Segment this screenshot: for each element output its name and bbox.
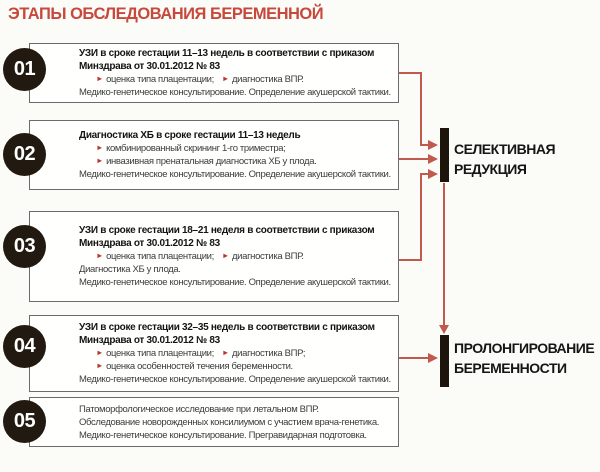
stage-5-number: 05 [13, 410, 36, 432]
stage-1-box: УЗИ в сроке гестации 11–13 недель в соот… [29, 43, 399, 103]
bullet-arrow-icon: ► [96, 251, 104, 260]
bullet-arrow-icon: ► [96, 143, 104, 152]
prolongation-line-1: ПРОЛОНГИРОВАНИЕ [454, 340, 595, 356]
connector-stage3-to-selective [399, 173, 429, 261]
stage-4-bullet-1: оценка типа плацентации; [106, 348, 214, 359]
stage-3-box: УЗИ в сроке гестации 18–21 неделя в соот… [29, 211, 399, 302]
stage-4-heading: УЗИ в сроке гестации 32–35 недель в соот… [79, 322, 375, 346]
stage-3-bullet-row: ►оценка типа плацентации;►диагностика ВП… [79, 250, 392, 263]
stage-2-bullet-2: инвазивная пренатальная диагностика ХБ у… [106, 156, 317, 167]
stage-3-bullet-1: оценка типа плацентации; [106, 251, 214, 262]
stage-4-bullet-3: оценка особенностей течения беременности… [106, 361, 293, 372]
stage-5-line-2: Обследование новорожденных консилиумом с… [79, 416, 380, 428]
arrowhead-stage2 [428, 154, 438, 164]
stage-1-bullet-2: диагностика ВПР. [231, 74, 304, 85]
stage-4-footer: Медико-генетическое консультирование. Оп… [79, 374, 391, 385]
selective-reduction-line-1: СЕЛЕКТИВНАЯ [454, 141, 556, 157]
bullet-arrow-icon: ► [221, 251, 229, 260]
arrowhead-down-prolong [439, 325, 449, 334]
stage-1-number-badge: 01 [3, 48, 46, 91]
stage-5-number-badge: 05 [3, 400, 46, 443]
stage-5-line-1: Патоморфологическое исследование при лет… [79, 403, 319, 415]
stage-2-bullet-1: комбинированный скрининг 1-го триместра; [106, 143, 286, 154]
stage-1-footer: Медико-генетическое консультирование. Оп… [79, 87, 391, 98]
stage-2-heading: Диагностика ХБ в сроке гестации 11–13 не… [79, 130, 301, 141]
stage-3-bullet-2: диагностика ВПР. [231, 251, 304, 262]
stage-2-bullet-row: ►инвазивная пренатальная диагностика ХБ … [79, 155, 392, 168]
stage-4-bullet-row: ►оценка типа плацентации;►диагностика ВП… [79, 347, 392, 360]
stage-4-bullet-row: ►оценка особенностей течения беременност… [79, 360, 392, 373]
bullet-arrow-icon: ► [96, 348, 104, 357]
bullet-arrow-icon: ► [96, 156, 104, 165]
stage-1-heading: УЗИ в сроке гестации 11–13 недель в соот… [79, 48, 375, 72]
stage-2-number-badge: 02 [3, 133, 46, 176]
stage-4-number-badge: 04 [3, 325, 46, 368]
bullet-arrow-icon: ► [221, 348, 229, 357]
stage-3-heading: УЗИ в сроке гестации 18–21 неделя в соот… [79, 225, 375, 249]
stage-1-bullet-row: ►оценка типа плацентации;►диагностика ВП… [79, 73, 392, 86]
stage-3-number: 03 [13, 235, 36, 257]
stage-3-footer: Медико-генетическое консультирование. Оп… [79, 277, 391, 288]
selective-reduction-label: СЕЛЕКТИВНАЯ РЕДУКЦИЯ [454, 139, 556, 179]
stage-3-extra-line: Диагностика ХБ у плода. [79, 264, 181, 275]
bullet-arrow-icon: ► [96, 74, 104, 83]
stage-2-bullet-row: ►комбинированный скрининг 1-го триместра… [79, 142, 392, 155]
stage-5-box: Патоморфологическое исследование при лет… [29, 397, 399, 447]
stage-4-bullet-2: диагностика ВПР; [231, 348, 306, 359]
stage-2-footer: Медико-генетическое консультирование. Оп… [79, 169, 391, 180]
stage-1-bullet-1: оценка типа плацентации; [106, 74, 214, 85]
prolongation-line-2: БЕРЕМЕННОСТИ [454, 360, 567, 376]
prolongation-label: ПРОЛОНГИРОВАНИЕ БЕРЕМЕННОСТИ [454, 338, 595, 378]
connector-stage1-to-selective [399, 72, 429, 146]
stage-5-line-3: Медико-генетическое консультирование. Пр… [79, 429, 367, 441]
stage-2-box: Диагностика ХБ в сроке гестации 11–13 не… [29, 120, 399, 190]
stage-4-box: УЗИ в сроке гестации 32–35 недель в соот… [29, 315, 399, 392]
stage-3-number-badge: 03 [3, 225, 46, 268]
arrowhead-stage3 [428, 169, 438, 179]
stage-1-number: 01 [13, 58, 36, 80]
arrowhead-stage4 [428, 353, 438, 363]
stage-4-number: 04 [13, 335, 36, 357]
stage-2-number: 02 [13, 143, 36, 165]
arrowhead-stage1 [428, 140, 438, 150]
page-title: ЭТАПЫ ОБСЛЕДОВАНИЯ БЕРЕМЕННОЙ [8, 5, 324, 23]
prolongation-bar [440, 335, 449, 387]
selective-reduction-bar [440, 128, 449, 182]
bullet-arrow-icon: ► [96, 361, 104, 370]
bullet-arrow-icon: ► [221, 74, 229, 83]
selective-reduction-line-2: РЕДУКЦИЯ [454, 161, 527, 177]
